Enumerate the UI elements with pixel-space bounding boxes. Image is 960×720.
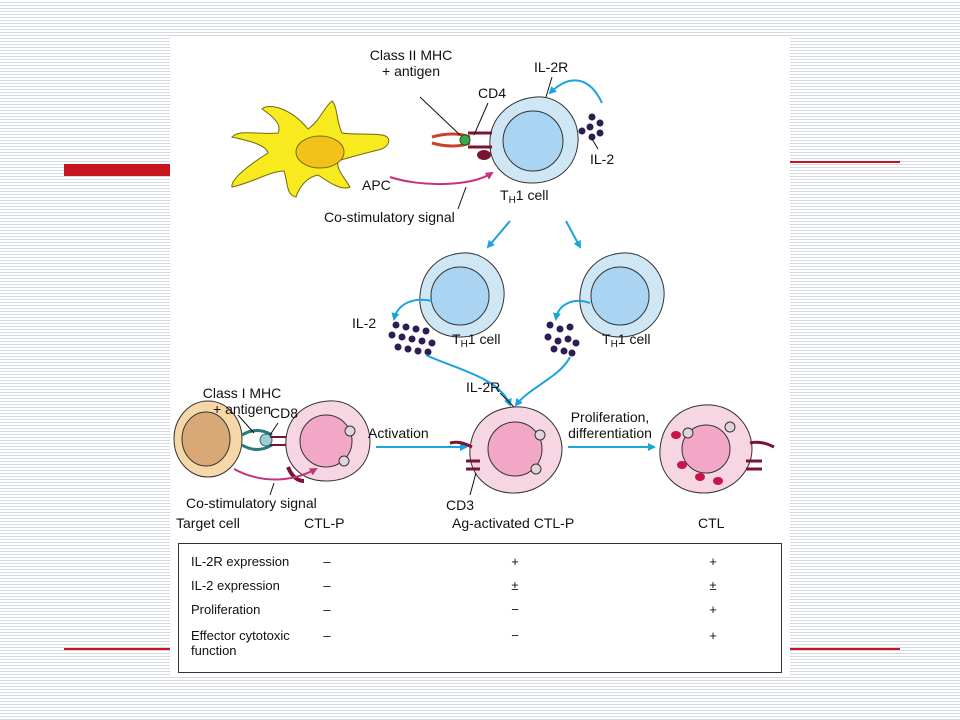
il2r-label-top: IL-2R — [534, 59, 569, 75]
il2-label-left: IL-2 — [352, 315, 377, 331]
costim-leader-bottom — [269, 482, 275, 496]
il2-dots-left — [388, 321, 436, 356]
deco-red-bar — [64, 164, 172, 176]
il2-arrow-to-ctlp-right — [514, 356, 571, 407]
prolif-line2: differentiation — [568, 425, 652, 441]
t-letter: T — [602, 331, 611, 347]
row-label: Proliferation — [191, 602, 261, 617]
expression-table: IL-2R expression – + + IL-2 expression –… — [178, 543, 782, 673]
t-letter: T — [452, 331, 461, 347]
ag-activated-ctlp-cell — [449, 406, 563, 494]
activation-label: Activation — [368, 425, 429, 441]
apc-nucleus — [295, 135, 345, 169]
costim-arrow-top — [389, 171, 494, 186]
value-ctlp: – — [323, 554, 331, 569]
il2-dots-right — [544, 321, 580, 357]
value-ctl: + — [709, 628, 717, 643]
il2-leader-top — [591, 138, 599, 150]
class2-line1: Class II MHC — [369, 47, 453, 63]
ctlp-label: CTL-P — [304, 515, 345, 531]
th1-label-left: TH1 cell — [452, 331, 501, 350]
class2-mhc-label: Class II MHC + antigen — [356, 47, 466, 79]
th1-text-left: 1 cell — [467, 331, 501, 347]
value-ctl: + — [709, 554, 717, 569]
target-cell-label: Target cell — [176, 515, 240, 531]
th1-text-top: 1 cell — [515, 187, 549, 203]
il2-dots-top — [578, 113, 604, 141]
th1-text-right: 1 cell — [617, 331, 651, 347]
deco-red-line-left-bottom — [64, 648, 172, 650]
th1-top-nucleus — [502, 110, 564, 172]
costim-label-bottom: Co-stimulatory signal — [186, 495, 317, 511]
ctl-label: CTL — [698, 515, 725, 531]
value-ctlp: – — [323, 602, 331, 617]
il2-autocrine-arrow-left — [391, 298, 433, 321]
apc-cell — [231, 100, 390, 198]
il2r-label-mid: IL-2R — [466, 379, 501, 395]
h-subscript: H — [460, 339, 468, 350]
th1-left-cell — [419, 252, 505, 338]
value-ag-ctlp: − — [511, 628, 519, 643]
diagram-panel: Class II MHC + antigen CD4 IL-2R IL-2 AP… — [170, 37, 790, 677]
arrow-down-right — [565, 220, 581, 249]
class1-line2: + antigen — [213, 401, 271, 417]
cd4-label: CD4 — [478, 85, 507, 101]
prolif-line1: Proliferation, — [570, 409, 650, 425]
target-cell — [173, 400, 243, 478]
apc-label: APC — [362, 177, 391, 193]
h-subscript: H — [508, 195, 516, 206]
class1-line1: Class I MHC — [202, 385, 282, 401]
il2r-leader-mid — [499, 392, 515, 408]
th1-top-cell — [489, 96, 579, 184]
class1-leader — [237, 414, 255, 434]
il2r-leader-top — [545, 76, 553, 98]
diagram-svg — [173, 76, 775, 496]
h-subscript: H — [610, 339, 618, 350]
costim-leader-top — [457, 186, 467, 210]
cd8-label: CD8 — [270, 405, 299, 421]
costim-arrow-bottom — [233, 468, 318, 481]
mhc-tcr-complex — [431, 131, 492, 160]
value-ag-ctlp: ± — [511, 578, 519, 593]
cd4-leader — [473, 102, 489, 136]
ctlp-cell — [285, 400, 371, 483]
deco-red-line-right-top — [790, 161, 900, 163]
deco-red-line-right-bottom — [790, 648, 900, 650]
ctl-cell — [659, 404, 775, 494]
costim-label-top: Co-stimulatory signal — [324, 209, 455, 225]
class2-leader — [419, 96, 461, 136]
arrow-down-left — [486, 220, 511, 249]
value-ctlp: – — [323, 578, 331, 593]
proliferation-label: Proliferation, differentiation — [554, 409, 666, 441]
il2-autocrine-arrow-top — [548, 79, 603, 104]
t-letter: T — [500, 187, 509, 203]
row-label: Effector cytotoxic function — [191, 628, 290, 658]
value-ctl: ± — [709, 578, 717, 593]
value-ctl: + — [709, 602, 717, 617]
value-ag-ctlp: + — [511, 554, 519, 569]
row-label: IL-2R expression — [191, 554, 290, 569]
value-ctlp: – — [323, 628, 331, 643]
il2-arrow-to-ctlp-left — [425, 354, 512, 407]
th1-label-right: TH1 cell — [602, 331, 651, 350]
row-label: IL-2 expression — [191, 578, 280, 593]
cd3-leader — [469, 472, 477, 496]
value-ag-ctlp: − — [511, 602, 519, 617]
class1-mhc-label: Class I MHC + antigen — [194, 385, 290, 417]
il2-autocrine-arrow-right — [552, 300, 591, 321]
th1-right-cell — [579, 252, 665, 338]
class1-cd8-complex — [241, 429, 286, 451]
cd8-leader — [269, 422, 279, 436]
cd3-label: CD3 — [446, 497, 475, 513]
il2-label-top: IL-2 — [590, 151, 615, 167]
class2-line2: + antigen — [382, 63, 440, 79]
th1-label-top: TH1 cell — [500, 187, 549, 206]
ag-ctlp-label: Ag-activated CTL-P — [452, 515, 575, 531]
